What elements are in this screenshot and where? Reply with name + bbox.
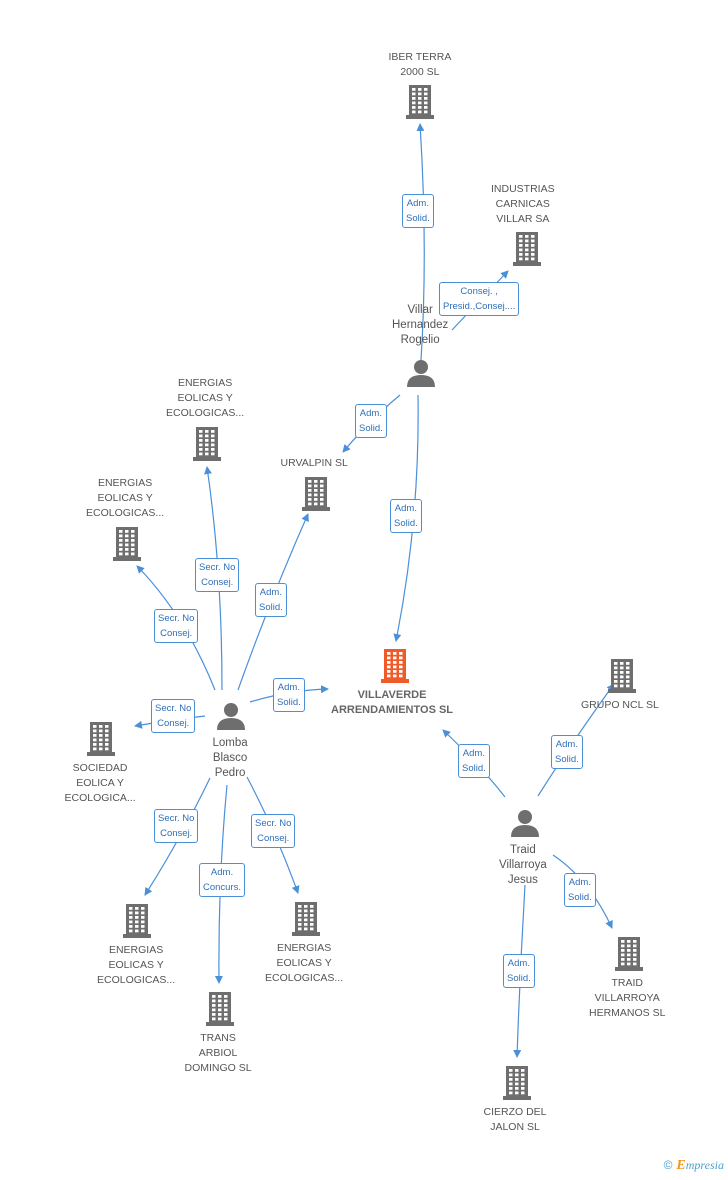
relation-label-lomba-trans[interactable]: Adm. Concurs. [199,863,246,897]
company-label-energias1[interactable]: ENERGIAS EOLICAS Y ECOLOGICAS... [166,377,245,419]
company-label-gruponcl[interactable]: GRUPO NCL SL [581,699,659,711]
relation-label-villar-villaverde[interactable]: Adm. Solid. [390,499,422,533]
company-label-trans[interactable]: TRANS ARBIOL DOMINGO SL [184,1032,252,1074]
empresia-watermark: ©Empresia [663,1158,724,1173]
company-label-villaverde[interactable]: VILLAVERDE ARRENDAMIENTOS SL [331,689,454,716]
relation-label-lomba-sociedad[interactable]: Secr. No Consej. [151,699,196,733]
relation-label-lomba-energias4[interactable]: Secr. No Consej. [251,814,296,848]
relation-label-traid-gruponcl[interactable]: Adm. Solid. [551,735,583,769]
building-icon-traidvh[interactable] [615,937,643,971]
building-icon-trans[interactable] [206,992,234,1026]
company-label-energias2[interactable]: ENERGIAS EOLICAS Y ECOLOGICAS... [86,477,165,519]
building-icon-cierzo[interactable] [503,1066,531,1100]
relation-label-lomba-urvalpin[interactable]: Adm. Solid. [255,583,287,617]
person-label-villar[interactable]: Villar Hernandez Rogelio [392,304,449,346]
building-icon-energias3[interactable] [123,904,151,938]
building-icon-energias4[interactable] [292,902,320,936]
company-label-cierzo[interactable]: CIERZO DEL JALON SL [483,1106,547,1133]
company-label-iber[interactable]: IBER TERRA 2000 SL [388,51,452,78]
relation-label-lomba-energias2[interactable]: Secr. No Consej. [154,609,199,643]
relation-label-traid-villaverde[interactable]: Adm. Solid. [458,744,490,778]
company-label-energias3[interactable]: ENERGIAS EOLICAS Y ECOLOGICAS... [97,944,176,986]
relation-label-lomba-energias3[interactable]: Secr. No Consej. [154,809,199,843]
building-icon-energias2[interactable] [113,527,141,561]
building-icon-sociedad[interactable] [87,722,115,756]
relation-label-villar-iber[interactable]: Adm. Solid. [402,194,434,228]
building-icon-gruponcl[interactable] [608,659,636,693]
building-icon-villaverde[interactable] [381,649,409,683]
relation-label-traid-cierzo[interactable]: Adm. Solid. [503,954,535,988]
person-icon-villar[interactable] [407,360,435,387]
company-label-urvalpin[interactable]: URVALPIN SL [280,457,348,469]
company-label-energias4[interactable]: ENERGIAS EOLICAS Y ECOLOGICAS... [265,942,344,984]
building-icon-industrias[interactable] [513,232,541,266]
person-label-lomba[interactable]: Lomba Blasco Pedro [212,737,248,779]
company-label-industrias[interactable]: INDUSTRIAS CARNICAS VILLAR SA [491,183,555,225]
edge-villar-iber [416,123,425,361]
relation-label-lomba-villaverde[interactable]: Adm. Solid. [273,678,305,712]
company-label-traidvh[interactable]: TRAID VILLARROYA HERMANOS SL [589,977,666,1019]
person-icon-lomba[interactable] [217,703,245,730]
relation-label-villar-urvalpin[interactable]: Adm. Solid. [355,404,387,438]
building-icon-iber[interactable] [406,85,434,119]
relation-label-traid-traidvh[interactable]: Adm. Solid. [564,873,596,907]
person-label-traid[interactable]: Traid Villarroya Jesus [499,844,547,886]
relation-label-lomba-energias1[interactable]: Secr. No Consej. [195,558,240,592]
person-icon-traid[interactable] [511,810,539,837]
building-icon-urvalpin[interactable] [302,477,330,511]
relation-label-villar-industrias[interactable]: Consej. , Presid.,Consej.... [439,282,520,316]
company-label-sociedad[interactable]: SOCIEDAD EOLICA Y ECOLOGICA... [64,762,136,804]
building-icon-energias1[interactable] [193,427,221,461]
